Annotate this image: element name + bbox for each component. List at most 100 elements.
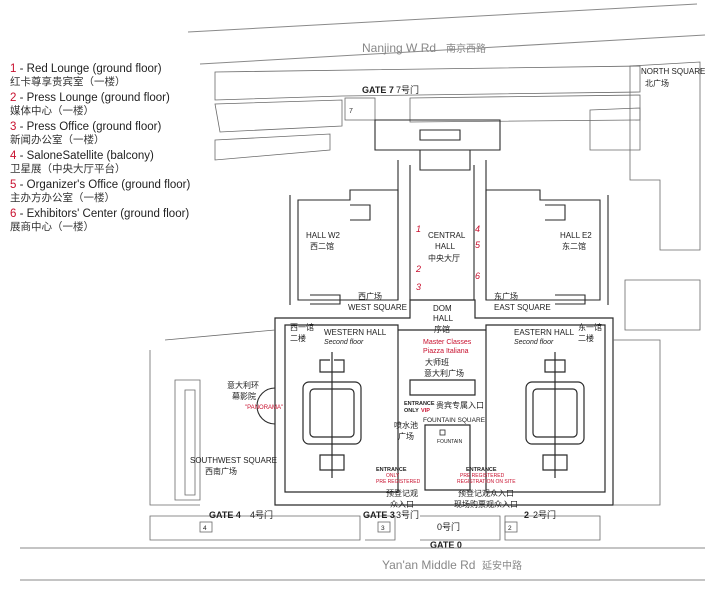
svg-text:众入口: 众入口 (390, 500, 414, 509)
fountain-square: 喷水池 广场 FOUNTAIN SQUARE FOUNTAIN (394, 417, 486, 445)
southwest-square-label: SOUTHWEST SQUARE (190, 456, 277, 465)
north-square-label: NORTH SQUARE (641, 67, 705, 76)
legend-label: - Press Office (ground floor) (19, 121, 162, 133)
svg-text:GATE 0: GATE 0 (430, 540, 462, 550)
legend: 1 - Red Lounge (ground floor) 红卡尊享贵宾室（一楼… (10, 62, 210, 236)
marker-1: 1 (416, 224, 421, 234)
eastern-hall-labels: EASTERN HALL Second floor 东一馆 二楼 (514, 322, 602, 346)
svg-text:FOUNTAIN: FOUNTAIN (437, 439, 463, 445)
svg-text:二楼: 二楼 (578, 333, 594, 343)
south-gates: 4 GATE 4 4号门 3 GATE 3 3号门 0号门 GATE 0 2 2… (203, 509, 556, 550)
svg-text:Piazza Italiana: Piazza Italiana (423, 348, 469, 355)
svg-text:广场: 广场 (398, 431, 414, 441)
svg-text:VIP: VIP (421, 408, 430, 414)
hall-e2-label: HALL E2 (560, 231, 592, 240)
main-hall-complex (274, 299, 614, 506)
svg-text:大师班: 大师班 (425, 357, 449, 367)
north-square-zh: 北广场 (645, 78, 669, 88)
svg-text:意大利广场: 意大利广场 (424, 368, 464, 378)
svg-text:REGISTRATION ON SITE: REGISTRATION ON SITE (457, 479, 516, 485)
legend-label: - Exhibitors' Center (ground floor) (19, 208, 190, 220)
svg-text:幕影院: 幕影院 (232, 391, 256, 401)
svg-text:GATE 3: GATE 3 (363, 510, 395, 520)
svg-text:PRE REGISTERED: PRE REGISTERED (460, 473, 505, 479)
central-building (374, 119, 501, 300)
svg-text:DOM: DOM (433, 304, 452, 313)
svg-text:意大利环: 意大利环 (227, 380, 259, 390)
svg-text:西一馆: 西一馆 (290, 322, 314, 332)
legend-label-zh: 展商中心（一楼） (10, 221, 94, 233)
eastern-hall-drawing (525, 352, 585, 478)
hall-e2-zh: 东二馆 (562, 241, 586, 251)
hall-w2-outline (289, 189, 399, 305)
svg-text:4: 4 (203, 525, 207, 532)
legend-number: 6 (10, 208, 17, 220)
svg-text:东一馆: 东一馆 (578, 322, 602, 332)
svg-text:WESTERN HALL: WESTERN HALL (324, 328, 387, 337)
svg-text:南京西路: 南京西路 (446, 42, 486, 55)
west-square-label: WEST SQUARE (348, 303, 407, 312)
svg-text:3号门: 3号门 (396, 509, 419, 520)
legend-label-zh: 主办方办公室（一楼） (10, 192, 115, 204)
svg-text:0号门: 0号门 (437, 521, 460, 532)
marker-6: 6 (475, 271, 480, 281)
svg-text:GATE 4: GATE 4 (209, 510, 241, 520)
marker-2: 2 (415, 264, 421, 274)
svg-text:Yan'an Middle Rd: Yan'an Middle Rd (382, 558, 475, 572)
marker-3: 3 (416, 282, 421, 292)
central-hall-zh: 中央大厅 (428, 253, 460, 263)
legend-label: - Organizer's Office (ground floor) (19, 179, 191, 191)
legend-item: 5 - Organizer's Office (ground floor) 主办… (10, 178, 210, 205)
hall-w2-zh: 西二馆 (310, 241, 334, 251)
east-entrance: ENTRANCE PRE REGISTERED REGISTRATION ON … (454, 467, 518, 509)
legend-item: 1 - Red Lounge (ground floor) 红卡尊享贵宾室（一楼… (10, 62, 210, 89)
svg-text:ONLY: ONLY (386, 473, 400, 479)
legend-label: - SaloneSatellite (balcony) (19, 150, 154, 162)
svg-text:"PANORAMA": "PANORAMA" (245, 405, 283, 411)
svg-text:EASTERN HALL: EASTERN HALL (514, 328, 575, 337)
southwest-square (149, 329, 276, 506)
south-gate-strip (149, 515, 601, 541)
svg-text:预登记观: 预登记观 (386, 488, 418, 498)
north-road (187, 3, 706, 65)
east-grounds (613, 279, 701, 506)
svg-text:序馆: 序馆 (434, 324, 450, 334)
north-square (629, 61, 701, 251)
location-markers: 1 2 3 4 5 6 (415, 224, 481, 292)
svg-text:贵宾专属入口: 贵宾专属入口 (436, 400, 484, 410)
south-road-label: Yan'an Middle Rd 延安中路 (382, 558, 522, 572)
svg-text:现场购票观众入口: 现场购票观众入口 (454, 499, 518, 509)
marker-5: 5 (475, 240, 481, 250)
legend-number: 5 (10, 179, 17, 191)
svg-text:Master Classes: Master Classes (423, 339, 472, 346)
svg-text:Second floor: Second floor (514, 339, 554, 346)
dom-hall: DOM HALL 序馆 Master Classes Piazza Italia… (423, 304, 472, 378)
western-hall-drawing (302, 352, 362, 478)
west-square-zh: 西广场 (358, 291, 382, 301)
legend-number: 1 (10, 63, 17, 75)
legend-label-zh: 卫星展（中央大厅平台） (10, 163, 126, 175)
north-road-label: Nanjing W Rd 南京西路 (362, 41, 486, 55)
gate-7-zh: 7号门 (396, 84, 419, 95)
hall-e2-outline (485, 189, 609, 305)
legend-label: - Press Lounge (ground floor) (19, 92, 170, 104)
svg-text:4号门: 4号门 (250, 509, 273, 520)
svg-text:二楼: 二楼 (290, 333, 306, 343)
svg-text:ONLY: ONLY (404, 408, 419, 414)
marker-4: 4 (475, 224, 480, 234)
gate-7-box-label: 7 (349, 108, 353, 115)
svg-text:2号门: 2号门 (533, 509, 556, 520)
svg-text:Second floor: Second floor (324, 339, 364, 346)
panorama-theatre: "PANORAMA" 意大利环 幕影院 (227, 380, 283, 425)
south-road (20, 547, 705, 581)
svg-text:ENTRANCE: ENTRANCE (404, 401, 435, 407)
legend-item: 4 - SaloneSatellite (balcony) 卫星展（中央大厅平台… (10, 149, 210, 176)
svg-text:延安中路: 延安中路 (482, 559, 522, 572)
legend-label-zh: 新闻办公室（一楼） (10, 134, 105, 146)
svg-text:ENTRANCE: ENTRANCE (466, 467, 497, 473)
legend-item: 3 - Press Office (ground floor) 新闻办公室（一楼… (10, 120, 210, 147)
svg-text:PRE REGISTERED: PRE REGISTERED (376, 479, 421, 485)
svg-text:2: 2 (524, 510, 529, 520)
